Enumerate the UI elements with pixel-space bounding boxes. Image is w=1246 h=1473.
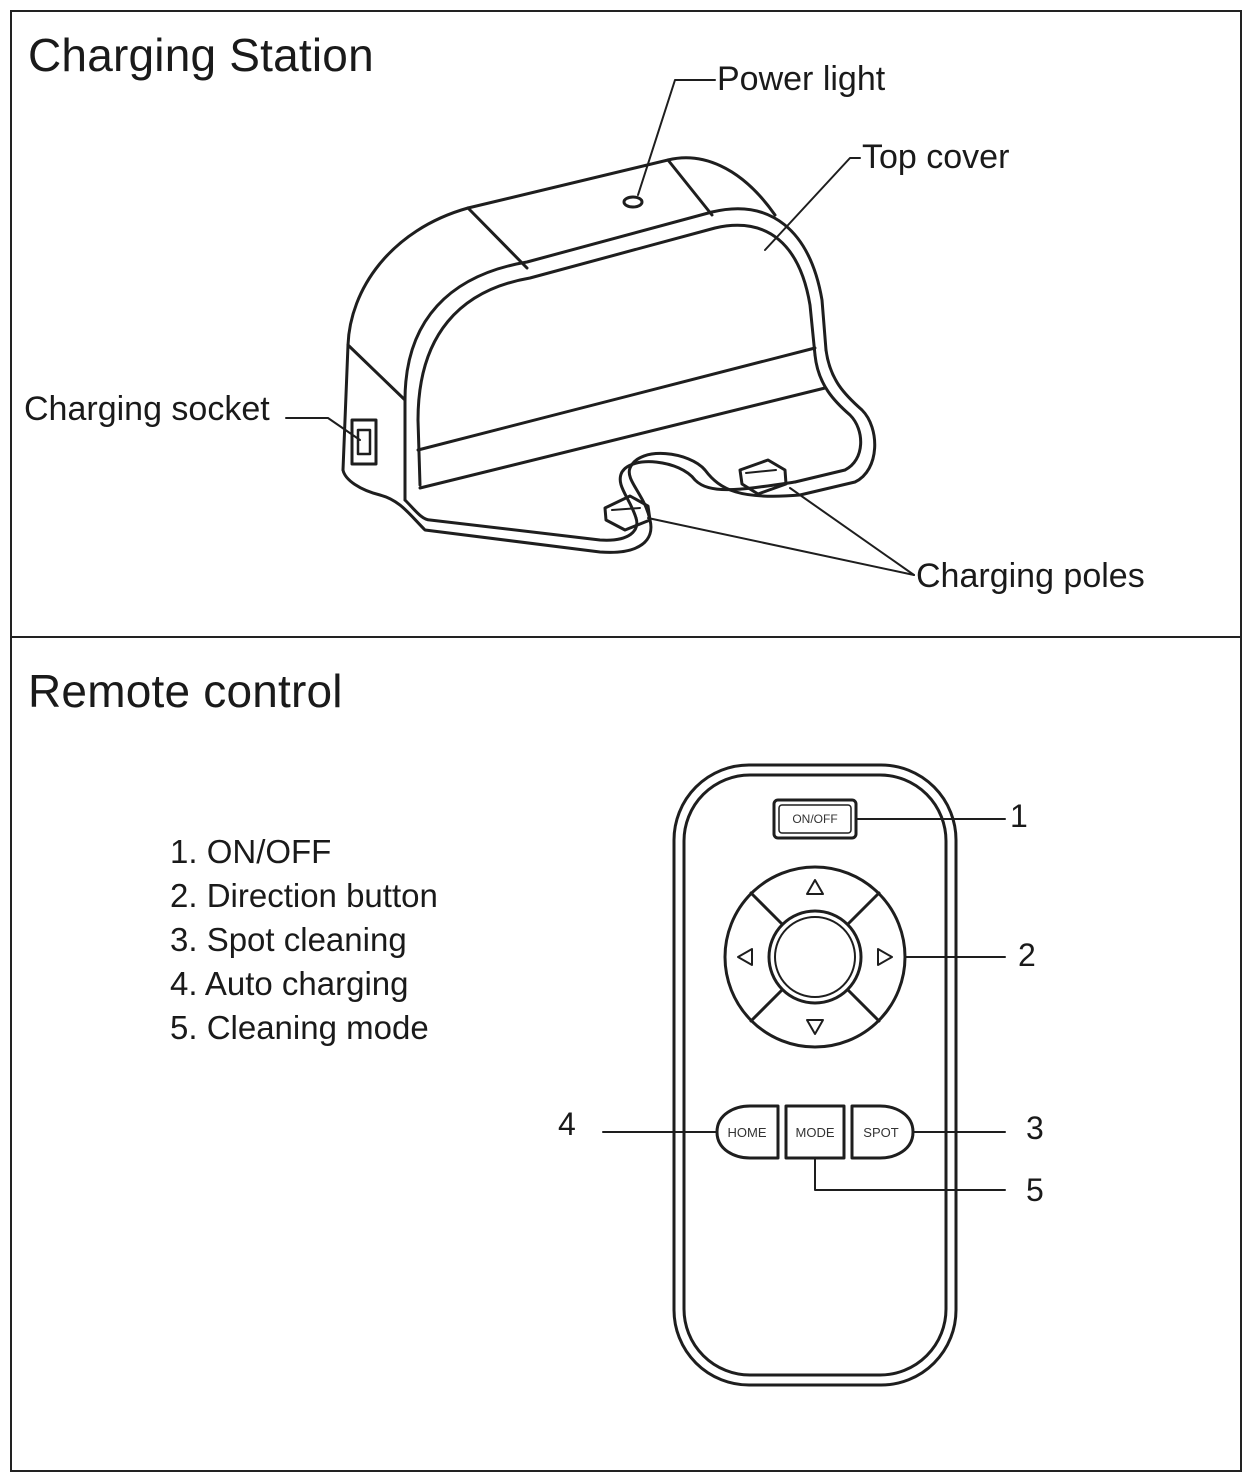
direction-pad-center[interactable] [767, 909, 863, 1005]
top-cover-label: Top cover [862, 138, 1010, 176]
top-panel-seam-left [466, 206, 529, 270]
station-side-top-seam [346, 343, 407, 402]
remote-control-panel [10, 636, 1242, 1472]
front-arch-inner [416, 223, 817, 422]
dpad-divider-ll [749, 988, 784, 1023]
charging-socket-label: Charging socket [24, 390, 270, 428]
charging-socket [350, 418, 378, 466]
legend-item: 2. Direction button [170, 877, 438, 914]
arrow-left-icon[interactable] [737, 948, 753, 966]
top-panel-seam-right [666, 158, 714, 217]
charging-pole-right [738, 458, 788, 496]
callout-number-4: 4 [558, 1106, 576, 1142]
callout-number-5: 5 [1026, 1172, 1044, 1208]
station-front-left-inner [416, 418, 422, 487]
charging-poles-leader-right [789, 487, 915, 576]
charging-socket-leader [285, 417, 361, 441]
legend-item: 3. Spot cleaning [170, 921, 407, 958]
charging-poles-label: Charging poles [916, 557, 1145, 595]
power-light-leader [637, 79, 716, 196]
station-right-base-outer [798, 348, 877, 497]
base-inner-contour-left [403, 498, 639, 542]
charging-station-drawing [341, 156, 877, 554]
charging-poles-leader-left [647, 517, 915, 576]
remote-body-outer [672, 763, 958, 1387]
callout-number-3: 3 [1026, 1110, 1044, 1146]
on-off-button-label: ON/OFF [792, 812, 837, 826]
front-arch-outer [403, 207, 828, 402]
callout-number-1: 1 [1010, 798, 1028, 834]
arrow-right-icon[interactable] [877, 948, 893, 966]
dpad-divider-ur [846, 891, 881, 926]
remote-leader-lines [602, 818, 1006, 1191]
charging-socket-port [356, 428, 372, 456]
leader-5 [814, 1157, 1006, 1191]
charging-pole-left [603, 494, 652, 532]
arrow-up-icon[interactable] [806, 879, 824, 895]
dpad-divider-lr [846, 988, 881, 1023]
legend-item: 1. ON/OFF [170, 833, 332, 870]
callout-number-2: 2 [1018, 937, 1036, 973]
legend-item: 4. Auto charging [170, 965, 409, 1002]
remote-body-inner [682, 773, 948, 1377]
charging-station-title: Charging Station [28, 29, 374, 81]
station-left-side [341, 343, 350, 472]
remote-control-drawing: ON/OFF HOME MODE SPOT [672, 763, 958, 1387]
home-button[interactable] [715, 1104, 780, 1160]
dpad-divider-ul [749, 891, 784, 926]
station-right-base-inner [793, 353, 863, 484]
power-light-label: Power light [717, 60, 886, 98]
top-cover-leader [764, 157, 861, 251]
remote-legend: 1. ON/OFF 2. Direction button 3. Spot cl… [170, 830, 438, 1050]
remote-control-title: Remote control [28, 665, 343, 717]
arrow-down-icon[interactable] [806, 1019, 824, 1035]
charging-pole-right-edge [745, 469, 777, 474]
legend-item: 5. Cleaning mode [170, 1009, 429, 1046]
spot-button-label: SPOT [863, 1125, 898, 1140]
front-band-upper [416, 346, 817, 452]
mode-button-label: MODE [796, 1125, 835, 1140]
front-band-lower [418, 386, 827, 490]
base-inner-contour-notch [618, 460, 797, 520]
charging-pole-left-edge [611, 507, 641, 511]
power-light-indicator [622, 195, 644, 209]
station-leader-lines [285, 79, 915, 576]
home-button-label: HOME [728, 1125, 767, 1140]
